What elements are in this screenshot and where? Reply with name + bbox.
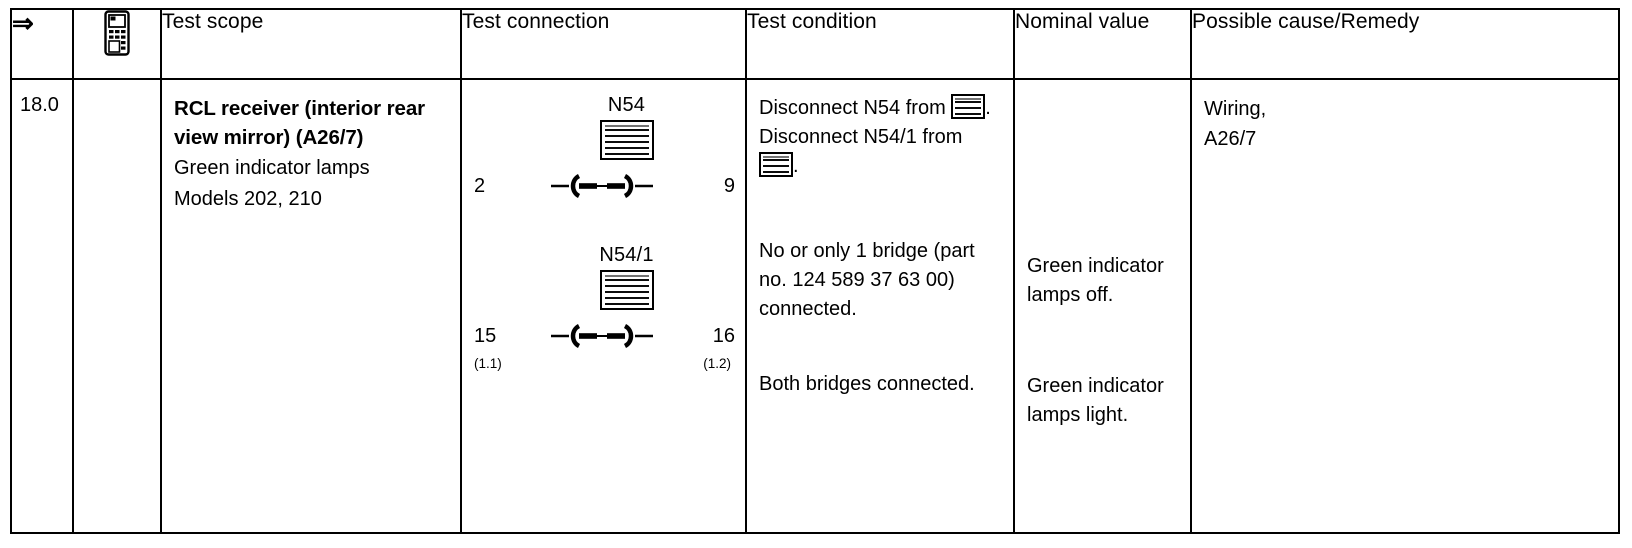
- nominal-b2-line-2: lamps light.: [1027, 404, 1129, 426]
- step-number: 18.0: [20, 94, 59, 116]
- condition-b2-line-1: No or only 1 bridge (part: [759, 240, 975, 262]
- schematic-group-n54: N54 2: [474, 94, 735, 200]
- connector-label-n54-1: N54/1: [599, 244, 654, 266]
- connector-plug-icon: [599, 120, 654, 160]
- condition-line-2: Disconnect N54/1 from: [759, 126, 963, 148]
- table-row: 18.0 RCL receiver (interior rear view mi…: [10, 78, 1620, 534]
- column-header-possible-cause: Possible cause/Remedy: [1190, 8, 1620, 80]
- condition-line-1-text: Disconnect N54 from: [759, 97, 952, 119]
- connector-label-n54: N54: [607, 94, 646, 116]
- condition-b3-line-1: Both bridges connected.: [759, 373, 975, 395]
- condition-b2-line-3: connected.: [759, 298, 857, 320]
- cause-line-2: A26/7: [1204, 128, 1257, 150]
- column-header-nominal-value: Nominal value: [1013, 8, 1192, 80]
- handheld-tester-icon: [102, 10, 132, 56]
- terminal-left-n54-1: 15: [474, 324, 497, 347]
- terminal-sub-left: (1.1): [474, 356, 502, 371]
- nominal-b1-line-2: lamps off.: [1027, 284, 1114, 306]
- cell-test-condition: Disconnect N54 from . Disconnect N54/1 f…: [745, 78, 1015, 534]
- scope-subtitle-line-1: Green indicator lamps: [174, 157, 370, 180]
- cause-line-1: Wiring,: [1204, 98, 1267, 120]
- nominal-b1-line-1: Green indicator: [1027, 255, 1164, 277]
- bridge-jumper-icon: [549, 173, 655, 199]
- cell-possible-cause: Wiring, A26/7: [1190, 78, 1620, 534]
- connection-schematic: N54 2: [462, 80, 745, 371]
- terminal-left-n54: 2: [474, 174, 486, 197]
- cell-test-connection: N54 2: [460, 78, 747, 534]
- condition-block-2: No or only 1 bridge (part no. 124 589 37…: [759, 237, 1003, 324]
- condition-line-3-period: .: [793, 155, 799, 177]
- column-header-tool: [72, 8, 162, 80]
- column-header-step: ⇒: [10, 8, 74, 80]
- connector-plug-icon: [759, 152, 793, 177]
- schematic-group-n54-1: N54/1 15: [474, 244, 735, 371]
- terminal-right-n54-1: 16: [712, 324, 735, 347]
- column-header-test-condition: Test condition: [745, 8, 1015, 80]
- nominal-b2-line-1: Green indicator: [1027, 375, 1164, 397]
- cell-step-number: 18.0: [10, 78, 74, 534]
- column-header-test-scope: Test scope: [160, 8, 462, 80]
- condition-block-1: Disconnect N54 from . Disconnect N54/1 f…: [759, 94, 1003, 181]
- scope-title-line-1: RCL receiver (interior rear: [174, 97, 426, 120]
- cell-nominal-value: Green indicator lamps off. Green indicat…: [1013, 78, 1192, 534]
- connector-plug-icon: [951, 94, 986, 119]
- nominal-block-2: Green indicator lamps light.: [1027, 372, 1180, 430]
- condition-block-3: Both bridges connected.: [759, 370, 1003, 399]
- cell-test-scope: RCL receiver (interior rear view mirror)…: [160, 78, 462, 534]
- connector-plug-icon: [599, 270, 654, 310]
- table-header-row: ⇒: [10, 8, 1620, 80]
- scope-subtitle-line-2: Models 202, 210: [174, 188, 322, 211]
- scope-title-line-2: view mirror) (A26/7): [174, 126, 364, 150]
- condition-b2-line-2: no. 124 589 37 63 00): [759, 269, 955, 291]
- column-header-test-connection: Test connection: [460, 8, 747, 80]
- nominal-block-1: Green indicator lamps off.: [1027, 252, 1180, 310]
- terminal-right-n54: 9: [723, 174, 735, 197]
- terminal-sub-right: (1.2): [703, 356, 731, 371]
- cell-tool: [72, 78, 162, 534]
- bridge-jumper-icon: [549, 323, 655, 349]
- test-table: ⇒: [10, 8, 1620, 534]
- condition-line-1-period: .: [985, 97, 991, 119]
